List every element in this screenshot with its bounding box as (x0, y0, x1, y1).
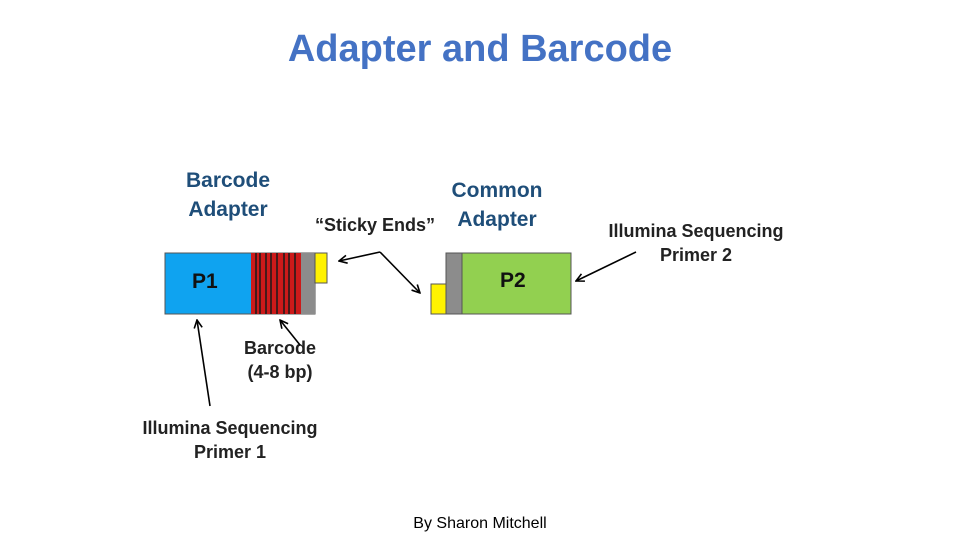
barcode-adapter-label-line1: Barcode (185, 169, 271, 192)
primer1-label-line1: Illumina Sequencing (142, 418, 318, 438)
common-adapter-label-line1: Common (451, 179, 543, 202)
p2-gray-stub (445, 252, 463, 315)
primer2-label-line1: Illumina Sequencing (608, 221, 784, 241)
p2-sticky-end (430, 283, 449, 315)
page-title: Adapter and Barcode (287, 28, 673, 70)
primer2-label: Illumina Sequencing Primer 2 (596, 219, 796, 267)
sticky-ends-label: “Sticky Ends” (314, 215, 436, 235)
common-adapter-label: Common Adapter (432, 176, 562, 234)
barcode-stripes (255, 253, 296, 314)
p1-gray-stub (301, 253, 315, 314)
author-credit: By Sharon Mitchell (413, 515, 547, 532)
p1-label: P1 (192, 270, 218, 293)
common-adapter-label-line2: Adapter (457, 208, 537, 231)
barcode-region (251, 253, 301, 314)
barcode-adapter-label: Barcode Adapter (168, 166, 288, 224)
barcode-adapter-label-line2: Adapter (188, 198, 268, 221)
p2-label: P2 (500, 269, 526, 292)
barcode-length-label-line2: (4-8 bp) (247, 362, 313, 382)
p1-sticky-end (314, 252, 328, 284)
primer2-label-line2: Primer 2 (659, 245, 733, 265)
primer1-label-line2: Primer 1 (193, 442, 267, 462)
arrow-icon (197, 251, 637, 407)
p2-block (461, 252, 572, 315)
primer1-label: Illumina Sequencing Primer 1 (130, 416, 330, 464)
